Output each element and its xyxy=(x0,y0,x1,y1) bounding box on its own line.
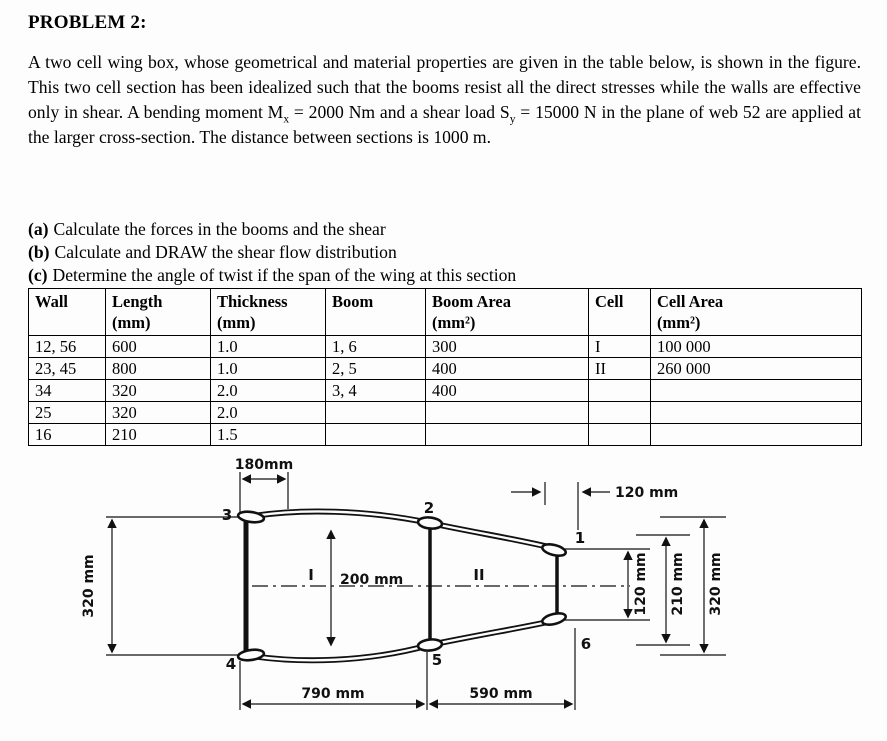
table-row: 34 320 2.0 3, 4 400 xyxy=(28,379,862,403)
table-cell: 3, 4 xyxy=(325,379,426,403)
top-skin-inner xyxy=(246,510,558,551)
task-a-label: (a) xyxy=(28,219,49,239)
table-cell xyxy=(588,423,651,447)
boom-1 xyxy=(540,543,568,557)
boom-5 xyxy=(416,638,444,652)
dim-180-label: 180mm xyxy=(235,457,293,473)
table-cell xyxy=(588,401,651,425)
task-a-text: Calculate the forces in the booms and th… xyxy=(53,219,386,239)
col-header-cell-area: Cell Area(mm²) xyxy=(650,287,862,337)
col-header-length: Length(mm) xyxy=(105,287,211,337)
problem-title: PROBLEM 2: xyxy=(28,12,147,33)
table-cell: 2.0 xyxy=(210,379,326,403)
dim-790-label: 790 mm xyxy=(301,686,364,702)
boom-6-label: 6 xyxy=(581,635,591,653)
table-cell: 2, 5 xyxy=(325,357,426,381)
task-c-label: (c) xyxy=(28,265,48,285)
boom-3-label: 3 xyxy=(222,506,232,524)
table-cell: 400 xyxy=(425,379,589,403)
table-cell: 1.5 xyxy=(210,423,326,447)
task-b: (b)Calculate and DRAW the shear flow dis… xyxy=(28,241,516,264)
table-cell xyxy=(425,401,589,425)
table-cell: 34 xyxy=(28,379,106,403)
table-row: 16 210 1.5 xyxy=(28,423,862,447)
col-header-wall: Wall xyxy=(28,287,106,337)
table-cell: 800 xyxy=(105,357,211,381)
booms xyxy=(236,510,568,662)
dim-right-210-label: 210 mm xyxy=(670,552,686,615)
dim-top-right-120-label: 120 mm xyxy=(615,485,678,501)
task-c: (c)Determine the angle of twist if the s… xyxy=(28,264,516,287)
table-cell: 2.0 xyxy=(210,401,326,425)
boom-4 xyxy=(236,648,266,662)
col-header-boom: Boom xyxy=(325,287,426,337)
boom-3 xyxy=(236,510,266,524)
dim-left-320-label: 320 mm xyxy=(81,554,97,617)
dim-590-label: 590 mm xyxy=(469,686,532,702)
table-cell: I xyxy=(588,335,651,359)
table-cell xyxy=(325,401,426,425)
task-b-label: (b) xyxy=(28,242,50,262)
cell-2-label: II xyxy=(473,566,484,584)
task-c-text: Determine the angle of twist if the span… xyxy=(52,265,517,285)
boom-2-label: 2 xyxy=(424,499,434,517)
col-header-thickness: Thickness(mm) xyxy=(210,287,326,337)
table-cell xyxy=(588,379,651,403)
boom-1-label: 1 xyxy=(575,529,585,547)
table-row: 23, 45 800 1.0 2, 5 400 II 260 000 xyxy=(28,357,862,381)
boom-6 xyxy=(540,612,568,626)
table-cell: 320 xyxy=(105,401,211,425)
table-cell: 300 xyxy=(425,335,589,359)
properties-table: Wall Length(mm) Thickness(mm) Boom Boom … xyxy=(28,287,862,447)
boom-4-label: 4 xyxy=(226,655,236,673)
wing-box-figure: 180mm 120 mm 320 mm 3 2 1 4 5 6 I 200 mm… xyxy=(81,457,726,710)
bottom-skin xyxy=(244,617,558,664)
dim-200-label: 200 mm xyxy=(340,572,403,588)
table-cell: 400 xyxy=(425,357,589,381)
dim-right-120-label: 120 mm xyxy=(633,552,649,615)
boom-2 xyxy=(416,516,444,530)
cell-1-label: I xyxy=(308,566,314,584)
boom-5-label: 5 xyxy=(432,651,442,669)
task-a: (a)Calculate the forces in the booms and… xyxy=(28,218,516,241)
task-list: (a)Calculate the forces in the booms and… xyxy=(28,218,516,287)
table-cell xyxy=(650,401,862,425)
table-cell: 1.0 xyxy=(210,357,326,381)
col-header-cell: Cell xyxy=(588,287,651,337)
table-cell: 12, 56 xyxy=(28,335,106,359)
table-cell: 25 xyxy=(28,401,106,425)
table-cell: 260 000 xyxy=(650,357,862,381)
table-cell: 320 xyxy=(105,379,211,403)
table-cell xyxy=(425,423,589,447)
task-b-text: Calculate and DRAW the shear flow distri… xyxy=(54,242,397,262)
table-cell xyxy=(325,423,426,447)
table-header-row: Wall Length(mm) Thickness(mm) Boom Boom … xyxy=(28,287,862,337)
dimension-lines xyxy=(106,472,726,710)
table-cell: 100 000 xyxy=(650,335,862,359)
table-cell: 23, 45 xyxy=(28,357,106,381)
dim-right-320-label: 320 mm xyxy=(708,552,724,615)
table-cell: 210 xyxy=(105,423,211,447)
problem-statement: A two cell wing box, whose geometrical a… xyxy=(28,52,861,147)
table-cell: 1, 6 xyxy=(325,335,426,359)
table-row: 12, 56 600 1.0 1, 6 300 I 100 000 xyxy=(28,335,862,359)
table-cell: II xyxy=(588,357,651,381)
table-cell xyxy=(650,423,862,447)
table-cell: 600 xyxy=(105,335,211,359)
table-cell: 1.0 xyxy=(210,335,326,359)
table-cell: 16 xyxy=(28,423,106,447)
table-cell xyxy=(650,379,862,403)
col-header-boom-area: Boom Area(mm²) xyxy=(425,287,589,337)
table-row: 25 320 2.0 xyxy=(28,401,862,425)
